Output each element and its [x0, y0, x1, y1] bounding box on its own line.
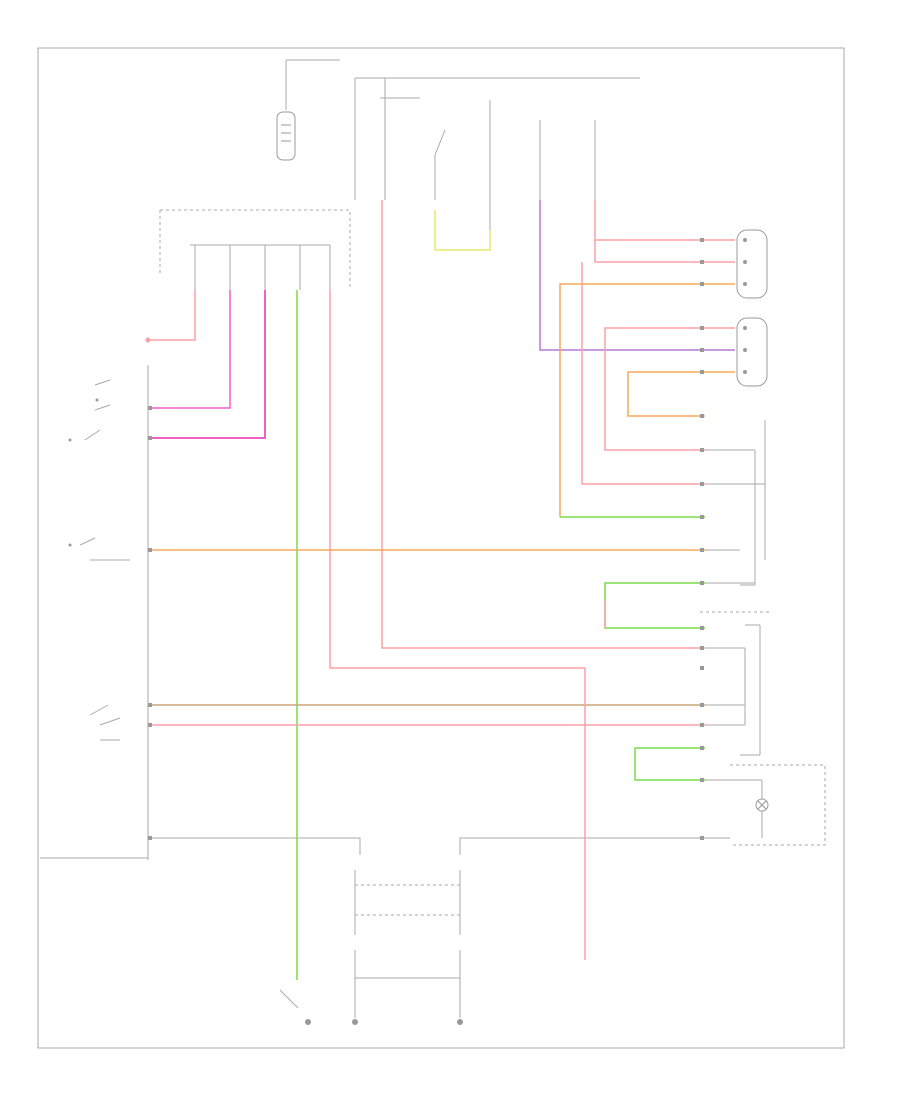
wire-green-lower	[604, 582, 705, 629]
wire-red-long	[329, 290, 585, 669]
wire-pink-hlsw	[148, 290, 266, 439]
drl-unit	[740, 420, 766, 586]
wire-red-rh-mid	[594, 240, 735, 263]
wire-red-lh-drl	[581, 262, 705, 485]
ignition-switch	[40, 704, 148, 859]
wire-red-rh-top	[594, 200, 735, 241]
ground-left	[457, 1000, 463, 1025]
parking-brake-switch	[279, 989, 311, 1025]
wire-orange-rh	[559, 283, 735, 517]
battery	[276, 59, 340, 161]
right-headlight	[736, 229, 768, 299]
dimmer-switch	[68, 537, 130, 561]
left-headlight	[736, 317, 768, 387]
wire-red-hlsw	[148, 290, 231, 409]
combination-meter	[730, 764, 826, 846]
wire-violet	[539, 200, 735, 351]
wire-red-relay	[381, 200, 705, 649]
fuse-box	[159, 209, 351, 290]
headlight-switch	[68, 365, 149, 860]
wire-red-fuse	[148, 290, 196, 341]
wire-red-lh-bot	[627, 371, 735, 417]
bottom-connector	[148, 837, 730, 1000]
connector-ticks	[148, 238, 704, 840]
diagram-border	[37, 47, 845, 1049]
wire-red-lh-top	[604, 327, 735, 451]
yellow-wire	[434, 210, 491, 251]
ground-right	[352, 1000, 358, 1025]
relay	[354, 77, 640, 230]
wire-green-meter	[634, 747, 705, 781]
control-module	[700, 611, 770, 756]
